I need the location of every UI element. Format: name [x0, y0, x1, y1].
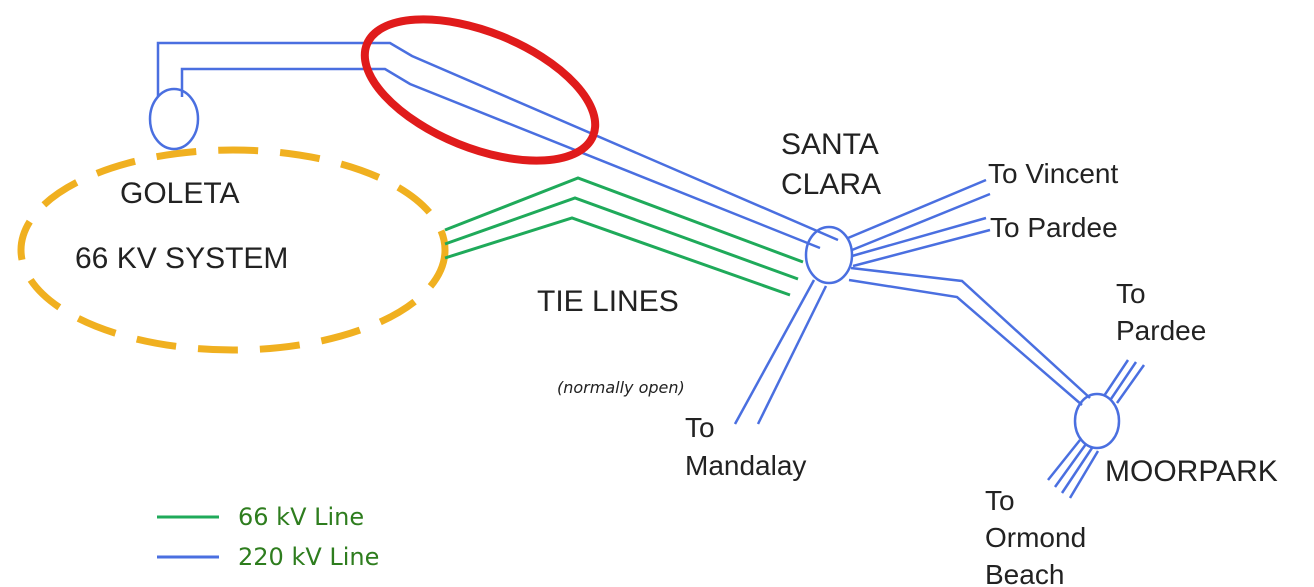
moorpark-label: MOORPARK: [1105, 455, 1278, 488]
to-ormond-label-2: Ormond: [985, 522, 1086, 553]
santa-clara-label-2: CLARA: [781, 168, 881, 201]
to-mandalay-label-1: To: [685, 412, 715, 443]
line-to-mandalay-2: [756, 285, 828, 425]
legend: 66 kV Line 220 kV Line: [157, 503, 379, 571]
legend-220kv-label: 220 kV Line: [238, 543, 379, 571]
goleta-system-label: 66 KV SYSTEM: [75, 242, 288, 275]
goleta-bus-node: [148, 87, 200, 151]
line-santa-clara-moorpark-2: [848, 278, 1083, 406]
legend-66kv-label: 66 kV Line: [238, 503, 364, 531]
line-moorpark-ormond-3: [1060, 447, 1094, 494]
tie-line-66kv-2: [444, 196, 799, 281]
tie-line-66kv-1: [444, 176, 804, 264]
line-to-vincent-2: [851, 192, 991, 252]
line-moorpark-ormond-4: [1068, 450, 1100, 499]
line-to-pardee-2: [852, 228, 991, 268]
line-220kv-goleta-santa-clara-upper: [156, 41, 839, 242]
to-mandalay-label-2: Mandalay: [685, 450, 806, 481]
to-ormond-label-1: To: [985, 485, 1015, 516]
to-ormond-label-3: Beach: [985, 559, 1064, 587]
moorpark-bus-node: [1073, 392, 1121, 450]
to-vincent-label: To Vincent: [988, 158, 1118, 189]
to-pardee-label: To Pardee: [990, 212, 1118, 243]
line-santa-clara-moorpark-1: [850, 266, 1091, 399]
line-220kv-goleta-santa-clara-lower: [180, 67, 821, 250]
to-pardee-moorpark-label-2: Pardee: [1116, 315, 1206, 346]
line-moorpark-pardee-2: [1109, 361, 1138, 400]
goleta-label: GOLETA: [120, 177, 239, 210]
normally-open-note: (normally open): [557, 378, 685, 397]
line-moorpark-ormond-2: [1053, 443, 1088, 488]
santa-clara-label-1: SANTA: [781, 128, 879, 161]
line-moorpark-ormond-1: [1047, 439, 1081, 481]
line-to-mandalay-1: [733, 279, 816, 425]
line-to-vincent-1: [847, 178, 987, 240]
tie-lines-label: TIE LINES: [537, 285, 679, 318]
highlighted-line-segment: [360, 15, 600, 165]
line-to-pardee-1: [851, 216, 987, 258]
line-moorpark-pardee-3: [1115, 364, 1146, 404]
tie-line-66kv-3: [444, 216, 791, 297]
goleta-66kv-system-outline: [17, 146, 449, 354]
to-pardee-moorpark-label-1: To: [1116, 278, 1146, 309]
line-moorpark-pardee-1: [1102, 359, 1130, 397]
